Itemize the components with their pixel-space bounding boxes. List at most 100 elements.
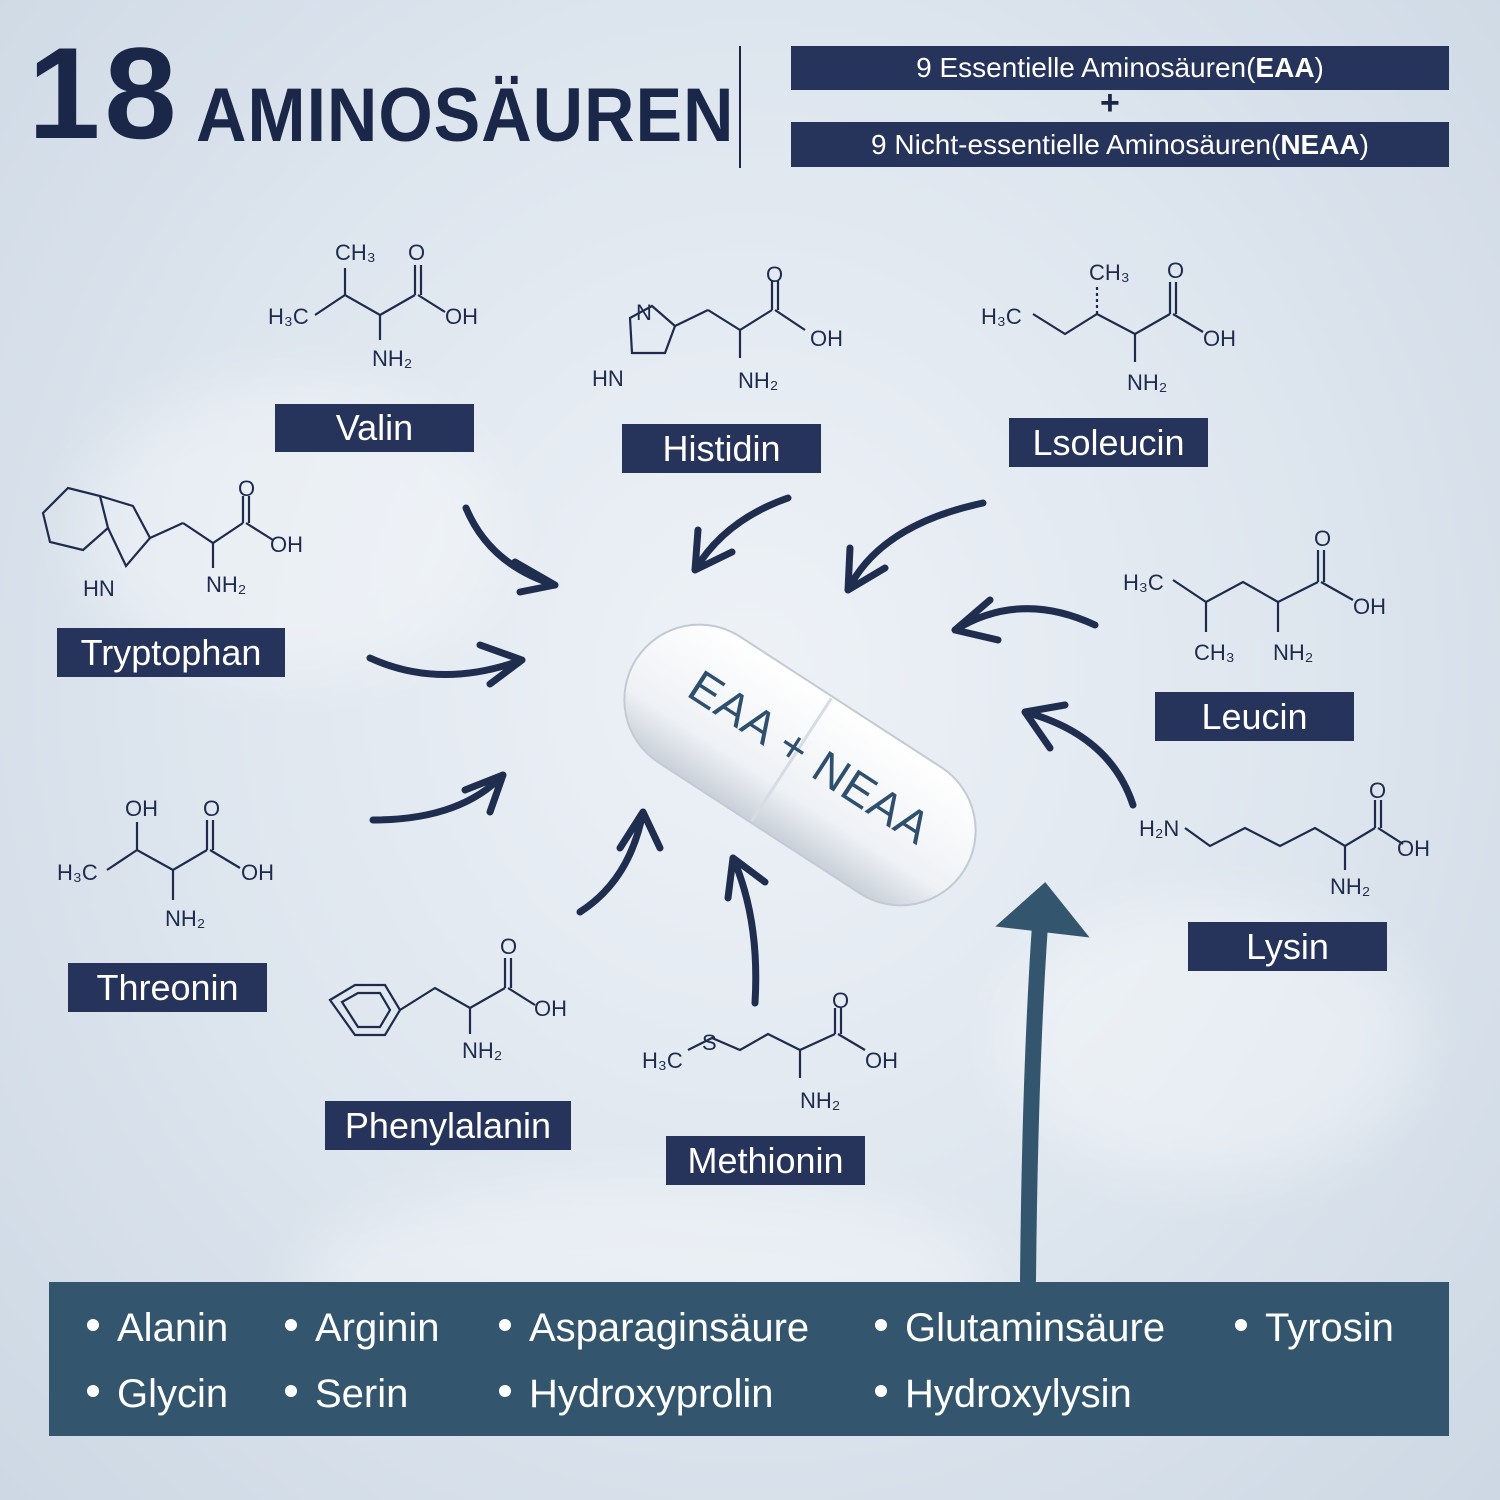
bullet-icon xyxy=(499,1319,511,1332)
h3c-label: H₃C xyxy=(268,304,309,329)
oxygen-label: O xyxy=(238,476,255,501)
eaa-tag-prefix: 9 Essentielle Aminosäuren( xyxy=(916,52,1256,83)
oxygen-label: O xyxy=(1369,778,1386,803)
amine-label: NH₂ xyxy=(462,1038,502,1063)
amine-label: NH₂ xyxy=(372,346,412,371)
lysin-structure: H₂N O OH NH₂ xyxy=(1139,778,1430,899)
list-item: Serin xyxy=(285,1374,408,1414)
eaa-tag-suffix: ) xyxy=(1314,52,1324,83)
label-valin: Valin xyxy=(275,404,474,452)
bullet-icon xyxy=(87,1385,99,1398)
eaa-tag-abbr: EAA xyxy=(1255,52,1315,83)
sulfur-label: S xyxy=(702,1030,717,1055)
bullet-icon xyxy=(499,1385,511,1398)
label-threonin: Threonin xyxy=(68,963,267,1012)
isoleucin-structure: CH₃ O H₃C OH NH₂ xyxy=(981,258,1236,395)
nitrogen-label: N xyxy=(636,300,652,325)
neaa-tag: 9 Nicht-essentielle Aminosäuren(NEAA) xyxy=(791,122,1449,167)
arrow-from-neaa-panel xyxy=(1020,917,1048,1288)
amine-label: NH₂ xyxy=(738,368,778,393)
arrow-from-neaa-panel-head xyxy=(995,882,1090,938)
hydroxyl-label: OH xyxy=(1203,326,1236,351)
list-item: Alanin xyxy=(87,1308,228,1348)
hydroxyl-label: OH xyxy=(1353,594,1386,619)
list-item-label: Hydroxyprolin xyxy=(529,1372,774,1416)
oxygen-label: O xyxy=(408,240,425,265)
leucin-structure: H₃C O OH CH₃ NH₂ xyxy=(1123,526,1386,665)
neaa-tag-suffix: ) xyxy=(1359,128,1369,160)
list-item-label: Hydroxylysin xyxy=(905,1372,1132,1416)
label-methionin: Methionin xyxy=(666,1136,865,1185)
oxygen-label: O xyxy=(500,934,517,959)
methionin-structure: H₃C S O OH NH₂ xyxy=(642,988,898,1113)
ch3-label: CH₃ xyxy=(335,240,376,265)
amine-label: NH₂ xyxy=(800,1088,840,1113)
non-essential-panel: Alanin Arginin Asparaginsäure Glutaminsä… xyxy=(49,1282,1449,1436)
h3c-label: H₃C xyxy=(642,1048,683,1073)
oxygen-label: O xyxy=(766,262,783,287)
oxygen-label: O xyxy=(832,988,849,1013)
list-item-label: Glutaminsäure xyxy=(905,1306,1166,1350)
hydroxyl-label: OH xyxy=(865,1048,898,1073)
header-divider xyxy=(739,46,741,168)
bullet-icon xyxy=(1235,1319,1247,1332)
hydroxyl-label: OH xyxy=(445,304,478,329)
bullet-icon xyxy=(285,1319,297,1332)
arrow-from-leucin xyxy=(951,596,1099,644)
label-phenylalanin: Phenylalanin xyxy=(325,1101,571,1150)
hn-label: HN xyxy=(592,366,624,391)
amine-label: NH₂ xyxy=(1330,874,1370,899)
list-item-label: Tyrosin xyxy=(1265,1306,1394,1350)
amine-label: NH₂ xyxy=(1273,640,1313,665)
bullet-icon xyxy=(875,1385,887,1398)
bullet-icon xyxy=(875,1319,887,1332)
label-histidin: Histidin xyxy=(622,424,821,473)
neaa-tag-abbr: NEAA xyxy=(1280,128,1360,160)
arrow-from-methionin xyxy=(724,854,769,1007)
list-item: Asparaginsäure xyxy=(499,1308,809,1348)
oxygen-label: O xyxy=(1167,258,1184,283)
label-tryptophan: Tryptophan xyxy=(57,628,285,677)
list-item: Hydroxyprolin xyxy=(499,1374,774,1414)
hydroxyl-label: OH xyxy=(810,326,843,351)
list-item-label: Serin xyxy=(315,1372,409,1416)
h3c-label: H₃C xyxy=(1123,570,1164,595)
list-item-label: Glycin xyxy=(117,1372,229,1416)
list-item: Glycin xyxy=(87,1374,228,1414)
arrow-from-threonin xyxy=(369,771,507,824)
oxygen-label: O xyxy=(1314,526,1331,551)
bullet-icon xyxy=(285,1385,297,1398)
ch3-label: CH₃ xyxy=(1089,260,1130,285)
arrow-from-histidin xyxy=(691,494,792,574)
hydroxyl-label: OH xyxy=(534,996,567,1021)
h2n-label: H₂N xyxy=(1139,816,1179,841)
amine-label: NH₂ xyxy=(206,572,246,597)
h3c-label: H₃C xyxy=(57,860,98,885)
bullet-icon xyxy=(87,1319,99,1332)
arrow-from-isoleucin xyxy=(844,499,987,594)
histidin-structure: N HN O OH NH₂ xyxy=(592,262,843,393)
ch3-label: CH₃ xyxy=(1194,640,1235,665)
hydroxyl-label: OH xyxy=(1397,836,1430,861)
hydroxyl-label: OH xyxy=(241,860,274,885)
list-item: Tyrosin xyxy=(1235,1308,1394,1348)
list-item-label: Arginin xyxy=(315,1306,440,1350)
amine-label: NH₂ xyxy=(1127,370,1167,395)
hydroxyl-label: OH xyxy=(125,796,158,821)
list-item-label: Alanin xyxy=(117,1306,229,1350)
eaa-tag: 9 Essentielle Aminosäuren(EAA) xyxy=(791,46,1449,90)
label-lysin: Lysin xyxy=(1188,922,1387,971)
label-leucin: Leucin xyxy=(1155,692,1354,741)
list-item: Glutaminsäure xyxy=(875,1308,1165,1348)
header-number: 18 xyxy=(28,20,181,166)
arrow-from-tryptophan xyxy=(366,641,526,688)
arrow-from-valin xyxy=(462,504,559,596)
h3c-label: H₃C xyxy=(981,304,1022,329)
plus-sign: + xyxy=(1100,84,1120,122)
header-title: AMINOSÄUREN xyxy=(196,73,735,158)
hydroxyl-label: OH xyxy=(270,532,303,557)
valin-structure: CH₃ O H₃C OH NH₂ xyxy=(268,240,478,371)
hn-label: HN xyxy=(83,576,115,601)
